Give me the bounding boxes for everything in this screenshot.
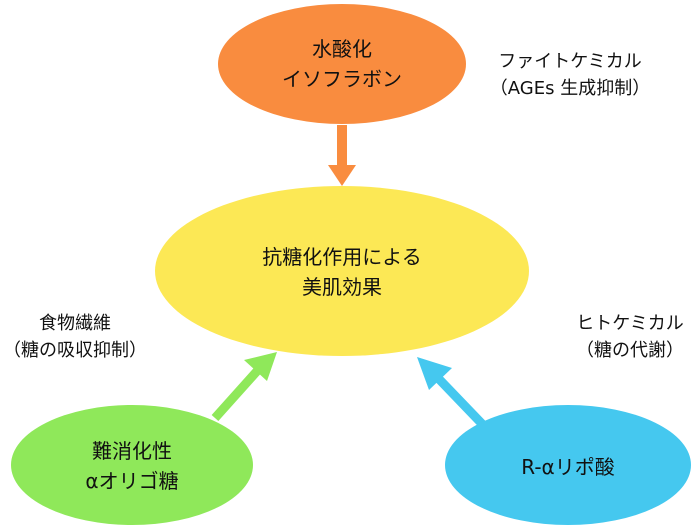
- node-bottom-left-label: 難消化性 αオリゴ糖: [11, 432, 253, 500]
- annotation-left-line2: （糖の吸収抑制）: [3, 340, 147, 361]
- annotation-top-right: ファイトケミカル （AGEs 生成抑制）: [470, 48, 670, 102]
- node-bottom-right-line1: R-αリポ酸: [521, 455, 615, 479]
- node-center-label: 抗糖化作用による 美肌効果: [160, 238, 524, 306]
- node-top-ellipse: [218, 4, 466, 124]
- annotation-right-line2: （糖の代謝）: [576, 340, 684, 361]
- annotation-top-right-line2: （AGEs 生成抑制）: [489, 78, 651, 99]
- node-bottom-right-ellipse: [445, 405, 691, 525]
- node-top-label: 水酸化 イソフラボン: [218, 30, 466, 98]
- node-bottom-right-label: R-αリポ酸: [445, 450, 691, 484]
- node-top-line1: 水酸化: [312, 37, 372, 61]
- annotation-left: 食物繊維 （糖の吸収抑制）: [0, 310, 150, 364]
- annotation-right: ヒトケミカル （糖の代謝）: [560, 310, 700, 364]
- annotation-right-line1: ヒトケミカル: [576, 313, 684, 334]
- annotation-left-line1: 食物繊維: [39, 313, 111, 334]
- node-center-line2: 美肌効果: [302, 275, 382, 299]
- node-bottom-left-ellipse: [11, 405, 253, 525]
- node-bottom-left-line2: αオリゴ糖: [85, 469, 179, 493]
- node-center-ellipse: [155, 186, 529, 356]
- arrow-bottom-right: [417, 357, 490, 432]
- annotation-top-right-line1: ファイトケミカル: [498, 51, 642, 72]
- node-center-line1: 抗糖化作用による: [262, 245, 422, 269]
- arrow-top: [328, 125, 356, 186]
- arrow-bottom-left: [211, 352, 277, 422]
- node-bottom-left-line1: 難消化性: [92, 439, 172, 463]
- node-top-line2: イソフラボン: [282, 67, 402, 91]
